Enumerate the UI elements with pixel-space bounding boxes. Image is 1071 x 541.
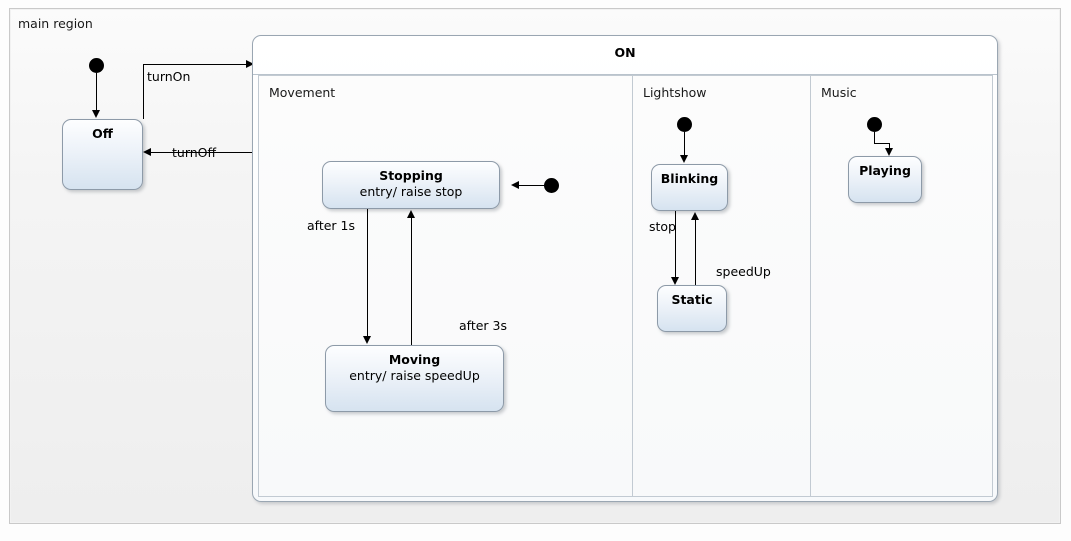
transition-initial-to-off-arrow [92,110,100,118]
transition-speedup-arrow [691,212,699,220]
transition-initial-to-stopping-arrow [511,181,519,189]
transition-after3s-line [411,217,412,345]
state-playing-name: Playing [859,163,911,178]
initial-node-lightshow[interactable] [677,117,692,132]
transition-stop-arrow [671,277,679,285]
initial-node-music[interactable] [867,117,882,132]
state-moving[interactable]: Moving entry/ raise speedUp [325,345,504,412]
state-blinking[interactable]: Blinking [651,164,728,211]
transition-turnoff-horizontal [150,152,253,153]
transition-turnon-vertical [143,64,144,119]
transition-stop-line [675,211,676,278]
transition-initial-to-playing-line-c [889,143,890,150]
transition-label-turnoff: turnOff [172,145,217,160]
state-blinking-name: Blinking [660,171,719,186]
composite-state-on[interactable]: ON Movement Stopping entry/ raise stop a… [252,35,998,502]
initial-node-main[interactable] [89,58,104,73]
transition-label-turnon: turnOn [147,69,191,84]
state-stopping-name: Stopping [379,168,443,183]
transition-speedup-line [695,219,696,287]
region-music-label: Music [821,85,857,100]
transition-initial-to-playing-line-b [874,143,890,144]
region-lightshow: Lightshow Blinking stop speedUp [632,76,810,496]
state-moving-body: entry/ raise speedUp [349,368,480,383]
transition-after3s-arrow [407,210,415,218]
transition-after1s-arrow [363,336,371,344]
transition-initial-to-off-line [96,73,97,111]
region-lightshow-label: Lightshow [643,85,707,100]
transition-initial-to-playing-line-a [874,132,875,144]
state-playing[interactable]: Playing [848,156,922,203]
transition-label-after3s: after 3s [459,318,508,333]
state-stopping[interactable]: Stopping entry/ raise stop [322,161,500,209]
state-static-name: Static [671,292,713,307]
transition-initial-to-stopping-line [518,185,546,186]
composite-header-separator [253,74,997,75]
state-off-name: Off [92,126,113,141]
initial-node-movement[interactable] [544,178,559,193]
transition-label-after1s: after 1s [307,218,356,233]
transition-initial-to-blinking-line [684,132,685,156]
transition-after1s-line [367,209,368,337]
state-static[interactable]: Static [657,285,727,332]
state-off[interactable]: Off [62,119,143,190]
state-moving-name: Moving [388,352,441,367]
region-movement-label: Movement [269,85,336,100]
region-movement: Movement Stopping entry/ raise stop afte… [259,76,632,496]
orthogonal-regions: Movement Stopping entry/ raise stop afte… [258,75,993,497]
main-region-label: main region [18,16,93,31]
state-stopping-body: entry/ raise stop [359,184,463,199]
transition-initial-to-blinking-arrow [680,155,688,163]
composite-state-on-title: ON [614,45,636,60]
transition-turnoff-arrow [143,148,151,156]
transition-label-stop: stop [649,219,676,234]
region-music: Music Playing [810,76,992,496]
transition-label-speedup: speedUp [716,264,771,279]
transition-turnon-horizontal [143,64,253,65]
transition-turnon-arrow [246,60,254,68]
transition-initial-to-playing-arrow [885,148,893,156]
